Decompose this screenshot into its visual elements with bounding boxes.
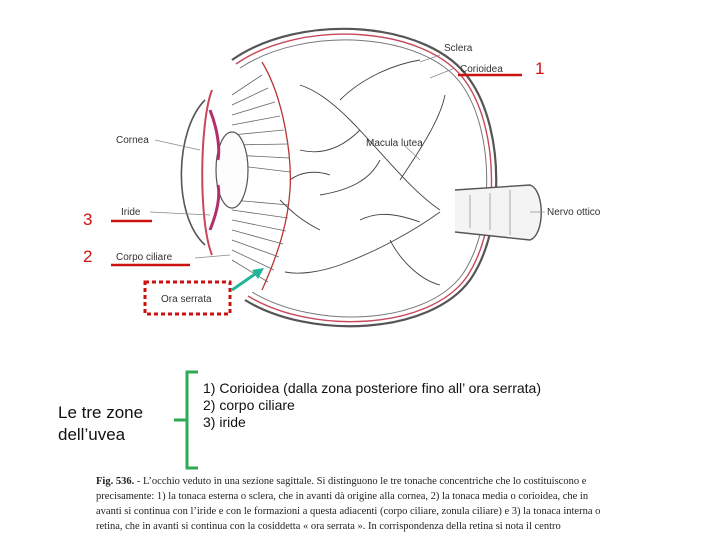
slide-title: Le tre zone dell’uvea: [58, 402, 143, 446]
label-nervo-ottico: Nervo ottico: [547, 207, 601, 218]
eyeball: [180, 27, 542, 328]
sclera-inner-outline: [239, 39, 488, 318]
label-corioidea: Corioidea: [460, 64, 503, 75]
annotation-number-2: 2: [83, 247, 92, 266]
list-item: 2) corpo ciliare: [203, 397, 295, 413]
leader-lines: [149, 54, 545, 259]
label-sclera: Sclera: [444, 43, 473, 54]
slide-title-line-2: dell’uvea: [58, 425, 126, 444]
optic-nerve: [454, 184, 542, 241]
label-macula-lutea: Macula lutea: [366, 138, 423, 149]
cornea: [180, 99, 206, 246]
list-item: 1) Corioidea (dalla zona posteriore fino…: [203, 380, 541, 396]
iris: [208, 109, 221, 231]
figure-caption: Fig. 536. - L’occhio veduto in una sezio…: [96, 474, 616, 534]
figure-number: Fig. 536.: [96, 476, 135, 487]
arrow-to-ora-serrata: [231, 268, 264, 292]
lens: [215, 131, 249, 209]
list-item: 3) iride: [203, 414, 246, 430]
choroid-layer: [235, 33, 493, 323]
label-corpo-ciliare: Corpo ciliare: [116, 252, 173, 263]
annotation-number-1: 1: [535, 59, 544, 78]
ciliary-fan: [231, 61, 291, 291]
annotation-number-3: 3: [83, 210, 92, 229]
ora-serrata-dotted-box: [143, 280, 232, 316]
sclera-outline: [231, 27, 498, 328]
figure-caption-text: - L’occhio veduto in una sezione sagitta…: [96, 476, 601, 532]
cornea-highlight: [201, 89, 213, 256]
slide-title-line-1: Le tre zone: [58, 403, 144, 422]
label-ora-serrata: Ora serrata: [161, 294, 212, 305]
uvea-zones-list: 1) Corioidea (dalla zona posteriore fino…: [203, 380, 541, 431]
label-cornea: Cornea: [116, 135, 149, 146]
retina-veins: [279, 59, 446, 286]
green-bracket: [174, 370, 198, 470]
label-iride: Iride: [121, 207, 141, 218]
